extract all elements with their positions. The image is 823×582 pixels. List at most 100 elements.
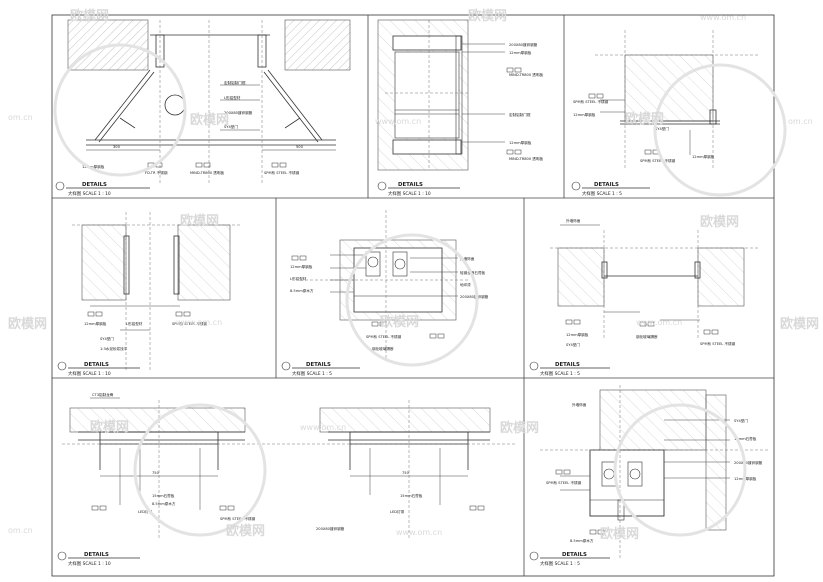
wall-section-left	[557, 247, 605, 307]
annotation: 12mm厚钢板	[82, 164, 105, 169]
dimension-label: 300	[113, 145, 121, 149]
annotation: 定制铝制门框	[224, 80, 246, 85]
detail-marker	[529, 551, 539, 561]
detail-header: DETAILS	[84, 552, 109, 558]
annotation: 200X80镀锌钢管	[734, 460, 763, 465]
sheet-border	[51, 14, 775, 577]
watermark-url: www.om.cn	[375, 117, 421, 126]
watermark-brand: 欧模网	[380, 314, 419, 330]
annotation: 外墙饰面	[460, 256, 475, 261]
detail-caption: 大样图 SCALE 1 : 10	[388, 190, 431, 197]
annotation: 钢化玻璃隔断	[372, 346, 394, 351]
annotation: L形铝型材	[290, 276, 307, 281]
annotation: 12mm厚钢板	[509, 140, 532, 145]
watermark-layer: 欧模网 欧模网 www.om.cn 欧模网 欧模网 om.cn www.om.c…	[8, 8, 819, 542]
detail-header: DETAILS	[82, 182, 107, 188]
watermark-brand: 欧模网	[226, 523, 265, 539]
watermark-brand: 欧模网	[190, 112, 229, 128]
detail-header: DETAILS	[398, 182, 423, 188]
dimension-label: 500	[296, 145, 304, 149]
annotation: MIND-TR800 透明板	[509, 72, 543, 77]
annotation: 12mm厚钢板	[566, 332, 589, 337]
wall-section-right	[284, 19, 351, 71]
annotation: 轻钢龙骨石膏板	[460, 270, 486, 275]
annotation: SY4型门	[655, 126, 669, 131]
annotation: 12mm厚钢板	[692, 154, 715, 159]
annotation: SPM系 STEEL 不锈钢	[700, 341, 736, 346]
dimension-label: 750	[152, 471, 160, 475]
detail-marker	[571, 181, 581, 191]
detail-caption: 大样图 SCALE 1 : 10	[68, 560, 111, 567]
detail-caption: 大样图 SCALE 1 : 5	[540, 560, 580, 567]
detail-panel-3: SPM系 STEEL 不锈钢 12mm厚钢板 SY4型门 SPM系 STEEL …	[571, 30, 760, 197]
annotation: 12mm厚钢板	[290, 264, 313, 269]
watermark-brand: 欧模网	[600, 526, 639, 542]
dimension-label: 750	[402, 471, 410, 475]
panel-grid	[52, 15, 774, 576]
detail-panel-7: CT3铝制龙骨 750 750 15mm石膏板 LED灯带 8.5mm原木方 S…	[57, 392, 515, 567]
watermark-url: www.om.cn	[300, 423, 346, 432]
annotation: 15mm石膏板	[734, 436, 757, 441]
watermark-url: www.om.cn	[396, 528, 442, 537]
watermark-brand: 欧模网	[468, 8, 507, 24]
detail-header: DETAILS	[594, 182, 619, 188]
detail-panel-5: 外墙饰面 轻钢龙骨石膏板 地坪漆 12mm厚钢板 L形铝型材 200X80镀锌钢…	[281, 210, 489, 377]
annotation: 定制铝制门框	[509, 112, 531, 117]
annotation: SPM系 STEEL 不锈钢	[640, 158, 676, 163]
annotation: SPM系 STEEL 不锈钢	[172, 321, 208, 326]
annotation: L形铝型材	[224, 95, 241, 100]
watermark-url: www.om.cn	[636, 318, 682, 327]
annotation: 地坪漆	[460, 282, 471, 287]
watermark-url: om.cn	[788, 117, 813, 126]
detail-caption: 大样图 SCALE 1 : 5	[540, 370, 580, 377]
watermark-url: www.om.cn	[700, 13, 746, 22]
annotation: 1:3水泥砂浆找平	[100, 346, 128, 351]
detail-caption: 大样图 SCALE 1 : 10	[68, 370, 111, 377]
annotation: 8.5mm原木方	[152, 501, 176, 506]
watermark-url: www.om.cn	[176, 318, 222, 327]
annotation: SPM系 STEEL 不锈钢	[546, 480, 582, 485]
annotation: SPM系 STEEL 不锈钢	[264, 170, 300, 175]
annotation: 外墙饰面	[572, 402, 587, 407]
wall-section-right	[177, 224, 231, 301]
watermark-brand: 欧模网	[90, 419, 129, 435]
annotation: SPM系 STEEL 不锈钢	[573, 99, 609, 104]
annotation: 12mm厚钢板	[84, 321, 107, 326]
annotation: LED灯带	[138, 509, 153, 514]
annotation: FD-TR 不锈钢	[145, 170, 168, 175]
annotation: 200X80镀锌钢管	[509, 42, 538, 47]
detail-header: DETAILS	[562, 552, 587, 558]
watermark-brand: 欧模网	[8, 316, 47, 332]
watermark-brand: 欧模网	[625, 111, 664, 127]
annotation: SY4型门	[224, 124, 238, 129]
annotation: SY4型门	[734, 418, 748, 423]
wall-section-right	[697, 247, 745, 307]
watermark-brand: 欧模网	[700, 214, 739, 230]
watermark-brand: 欧模网	[70, 8, 109, 24]
wall-section-right	[705, 394, 727, 531]
detail-header: DETAILS	[306, 362, 331, 368]
annotation: MIND-TR800 透明板	[190, 170, 224, 175]
detail-panel-2: 200X80镀锌钢管 12mm厚钢板 MIND-TR800 透明板 定制铝制门框…	[377, 19, 543, 197]
annotation: 12mm厚钢板	[573, 112, 596, 117]
annotation: 钢化玻璃隔断	[636, 334, 658, 339]
detail-header: DETAILS	[555, 362, 580, 368]
detail-marker	[55, 181, 65, 191]
detail-marker	[281, 361, 291, 371]
annotation: 12mm厚钢板	[509, 50, 532, 55]
annotation: 外墙饰面	[566, 218, 581, 223]
annotation: SPM系 STEEL 不锈钢	[220, 516, 256, 521]
detail-marker	[377, 181, 387, 191]
annotation: CT3铝制龙骨	[92, 392, 114, 397]
watermark-url: om.cn	[8, 113, 33, 122]
annotation: 15mm石膏板	[152, 493, 175, 498]
detail-marker	[57, 361, 67, 371]
detail-header: DETAILS	[84, 362, 109, 368]
detail-caption: 大样图 SCALE 1 : 5	[582, 190, 622, 197]
detail-panel-8: 外墙饰面 15mm石膏板 200X80镀锌钢管 SPM系 STEEL 不锈钢 1…	[529, 385, 770, 567]
annotation: 15mm石膏板	[400, 493, 423, 498]
annotation: 200X80镀锌钢管	[316, 526, 345, 531]
watermark-brand: 欧模网	[780, 316, 819, 332]
annotation: 200X80镀锌钢管	[224, 110, 253, 115]
